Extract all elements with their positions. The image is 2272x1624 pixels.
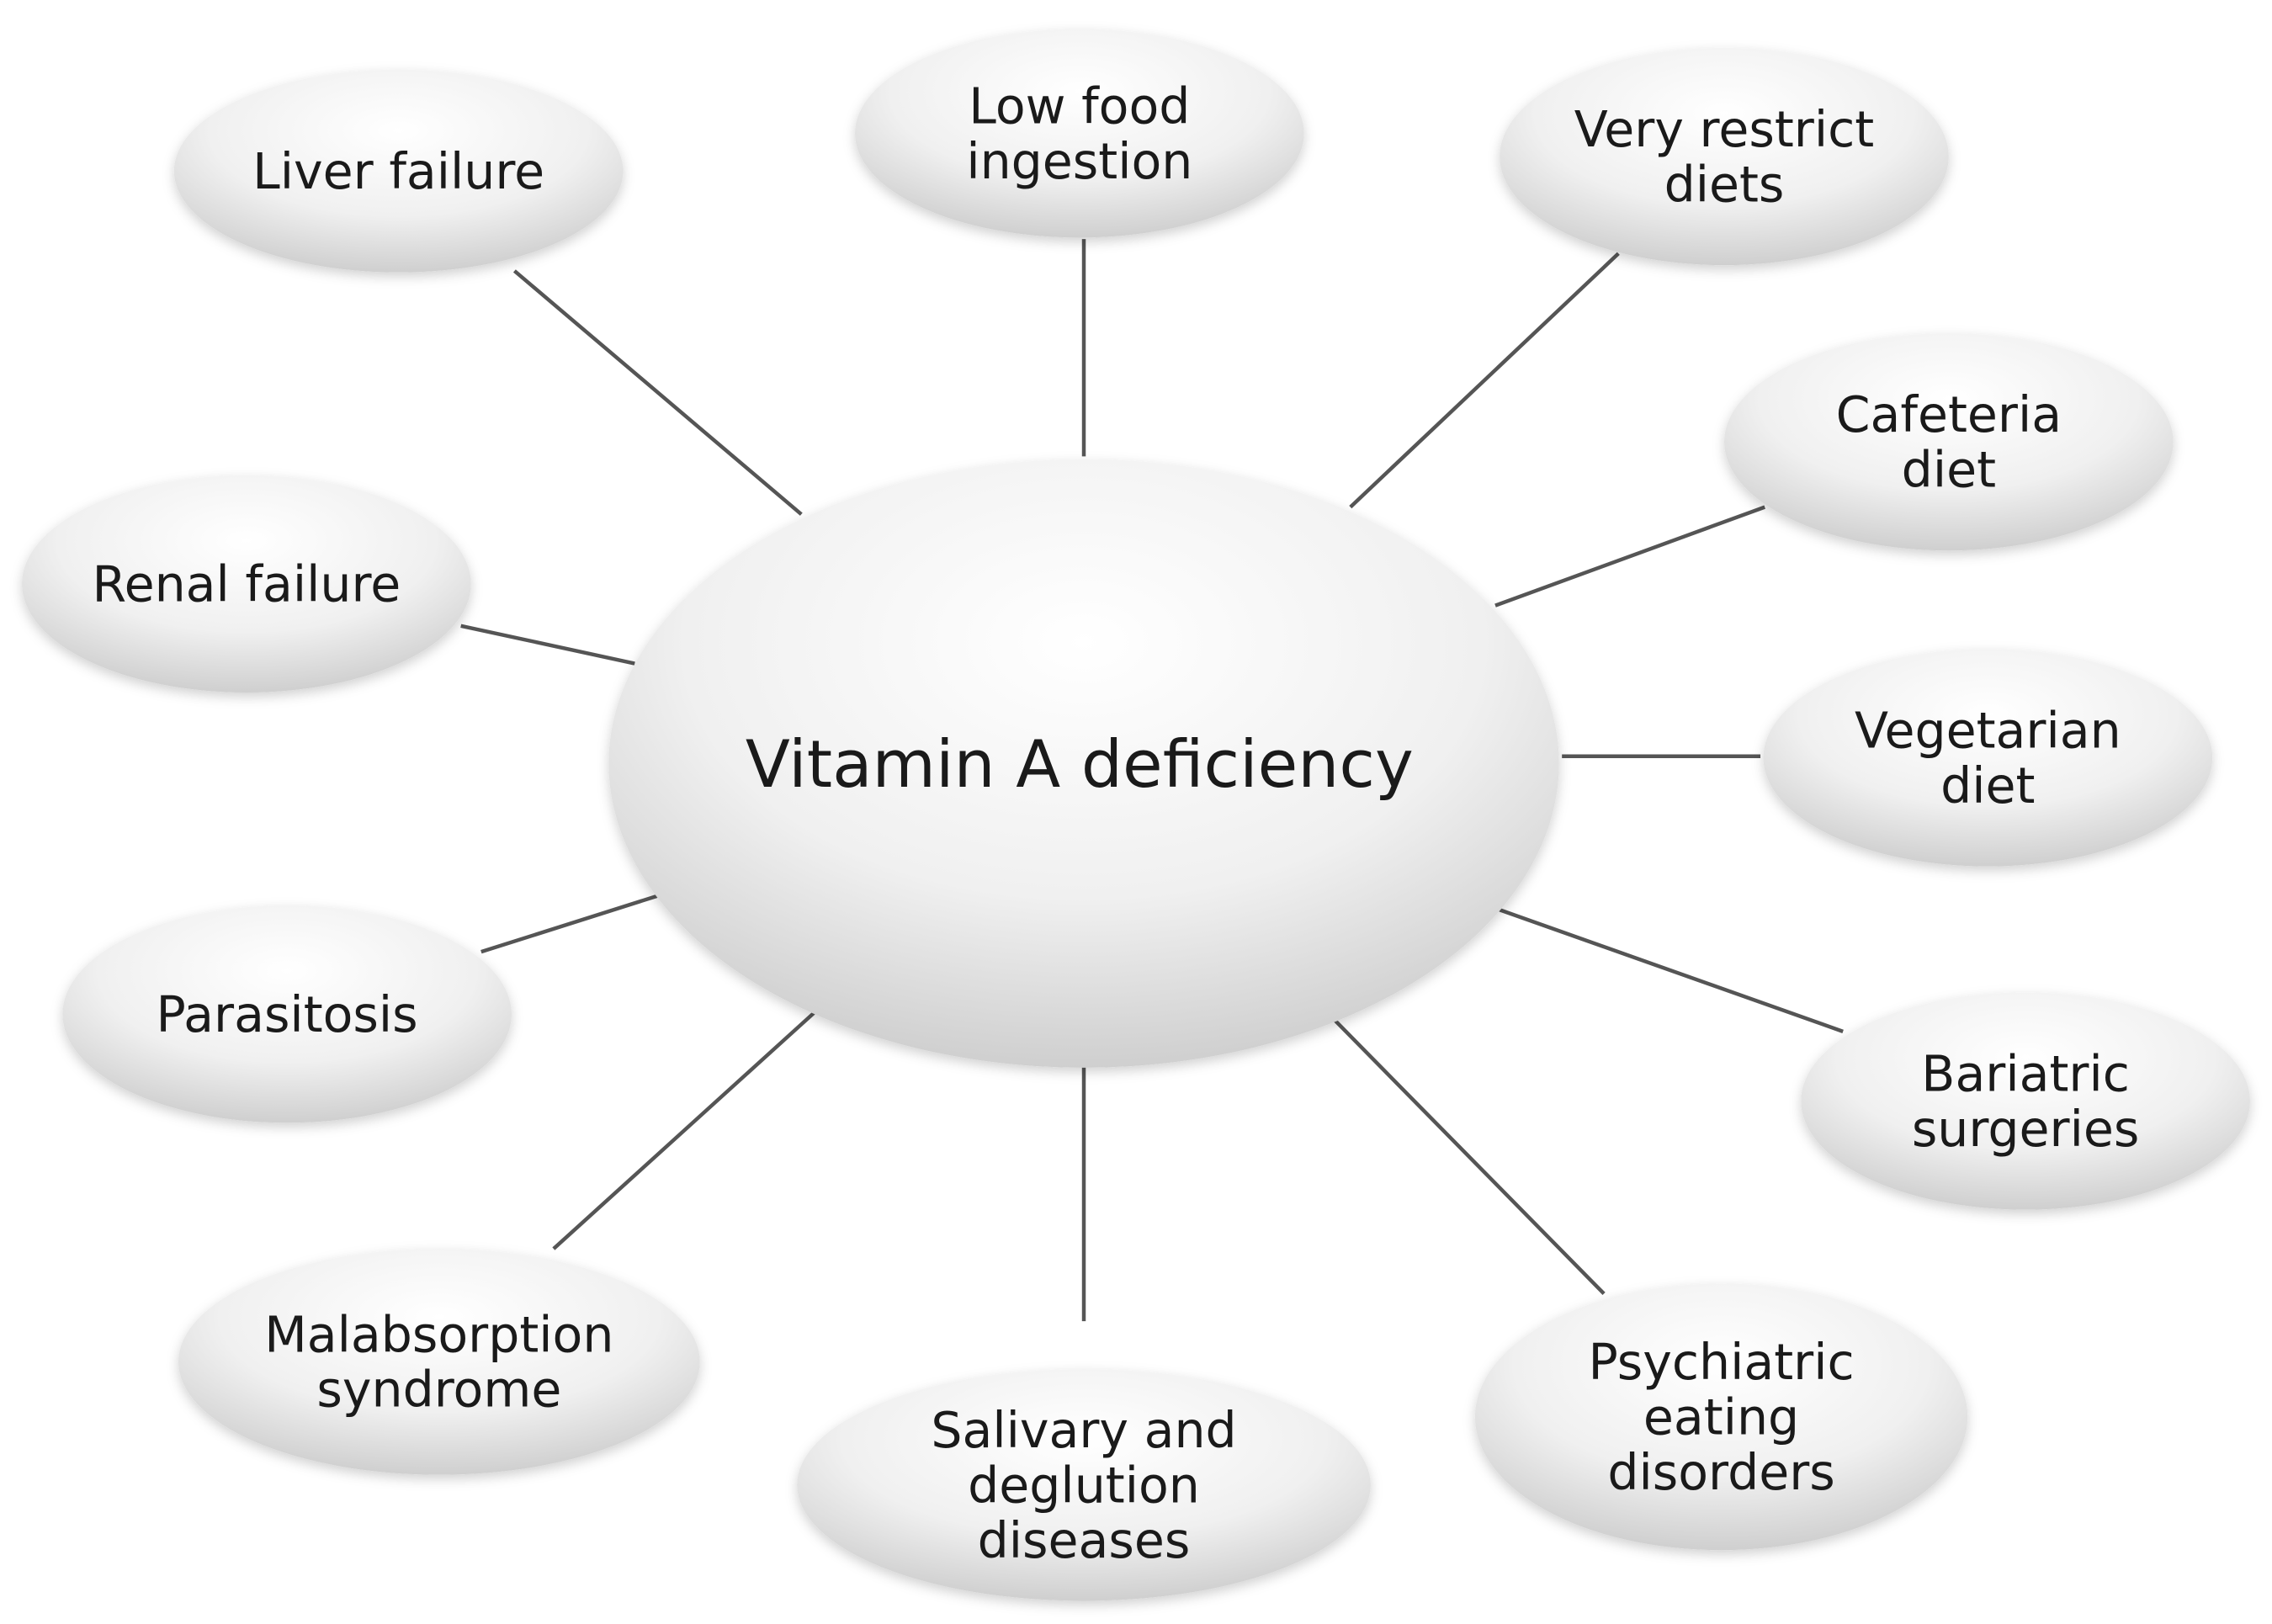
center-node: Vitamin A deficiency — [608, 459, 1559, 1068]
node-ellipse — [1500, 47, 1949, 266]
node-label: Renal failure — [93, 555, 401, 613]
node-renal-failure: Renal failure — [22, 475, 471, 693]
node-ellipse — [854, 29, 1304, 238]
center-label: Vitamin A deficiency — [746, 727, 1414, 803]
node-ellipse — [62, 905, 512, 1123]
node-label-line: disorders — [1607, 1444, 1834, 1501]
node-label-line: Bariatric — [1921, 1045, 2130, 1102]
node-label-line: diseases — [978, 1512, 1191, 1569]
connector-psychiatric-eating-disorders — [1331, 1016, 1606, 1296]
connector-parasitosis — [480, 893, 661, 954]
connector-liver-failure — [512, 269, 803, 516]
node-label-line: diet — [1940, 757, 2035, 815]
node-ellipse — [797, 1368, 1371, 1601]
node-ellipse — [22, 475, 471, 693]
node-ellipse — [1801, 992, 2250, 1210]
node-label-line: diets — [1664, 156, 1785, 213]
node-ellipse — [1474, 1283, 1968, 1551]
node-ellipse — [173, 69, 624, 273]
node-label-line: Very restrict — [1574, 101, 1874, 158]
node-label-line: Vegetarian — [1855, 702, 2121, 759]
node-label: Parasitosis — [157, 986, 418, 1043]
node-label-line: Renal failure — [93, 555, 401, 613]
connector-very-restrict-diets — [1349, 252, 1620, 509]
connector-malabsorption-syndrome — [552, 1010, 818, 1250]
connector-lines — [460, 239, 1844, 1322]
node-label: Liver failure — [252, 143, 544, 200]
node-label-line: surgeries — [1912, 1101, 2140, 1158]
node-ellipse — [1724, 332, 2174, 551]
connector-cafeteria-diet — [1494, 505, 1765, 608]
node-label-line: diet — [1902, 441, 1996, 498]
node-label-line: Liver failure — [252, 143, 544, 200]
node-ellipse — [1763, 649, 2213, 867]
node-liver-failure: Liver failure — [173, 69, 624, 273]
node-label-line: Psychiatric — [1588, 1334, 1854, 1391]
center-ellipse — [608, 459, 1559, 1068]
node-ellipse — [178, 1249, 700, 1475]
connector-renal-failure — [460, 624, 635, 666]
node-label-line: Salivary and — [931, 1402, 1236, 1459]
node-label-line: eating — [1643, 1388, 1799, 1446]
node-label-line: ingestion — [966, 133, 1192, 190]
node-label-line: deglution — [968, 1457, 1200, 1514]
node-parasitosis: Parasitosis — [62, 905, 512, 1123]
node-label-line: Low food — [969, 77, 1190, 135]
node-label-line: Cafeteria — [1836, 386, 2062, 443]
node-label-line: syndrome — [316, 1361, 561, 1419]
node-label-line: Malabsorption — [264, 1306, 613, 1363]
node-label-line: Parasitosis — [157, 986, 418, 1043]
connector-bariatric-surgeries — [1499, 908, 1844, 1033]
